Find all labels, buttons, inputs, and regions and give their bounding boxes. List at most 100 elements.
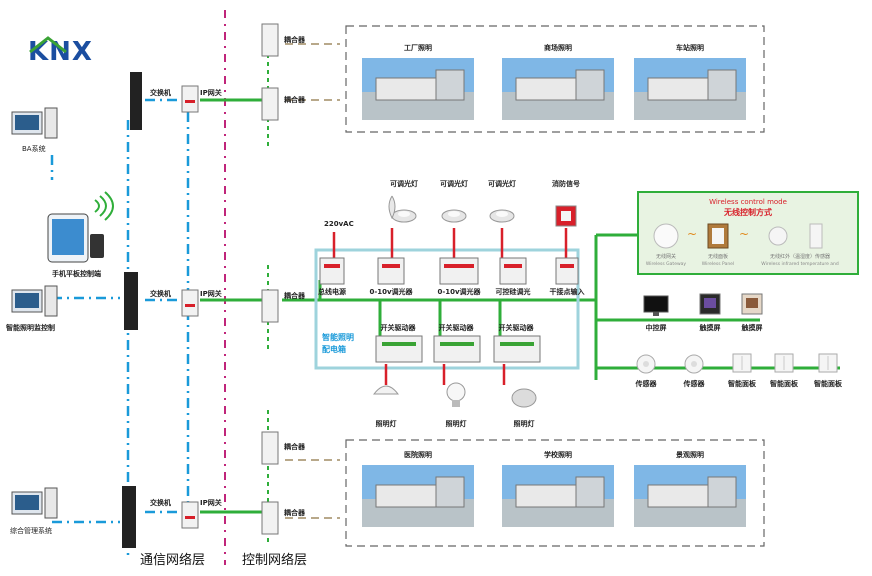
green-control-lines xyxy=(200,98,840,514)
driver-label: 开关驱动器 xyxy=(381,323,417,332)
top-scenes: 工厂照明商场照明车站照明 xyxy=(362,43,746,120)
smart-panel-icon xyxy=(818,353,838,373)
coupler-label-2: 耦合器 xyxy=(284,95,306,104)
wireless-signal-icon: ~ xyxy=(739,227,749,241)
scene-label: 商场照明 xyxy=(544,43,572,52)
ip-gateway-label-top: IP网关 xyxy=(200,88,222,97)
driver-label: 开关驱动器 xyxy=(439,323,475,332)
driver-label: 开关驱动器 xyxy=(499,323,535,332)
scene-photo xyxy=(502,465,614,527)
switch-icon xyxy=(124,272,138,330)
tan-links xyxy=(285,43,340,519)
voltage-label: 220vAC xyxy=(324,220,354,228)
light-bulb-icon xyxy=(446,382,466,407)
wireless-item-en: Wireless Panel xyxy=(702,261,734,267)
fixture-label: 消防信号 xyxy=(552,179,580,188)
light-label: 照明灯 xyxy=(514,419,535,428)
coupler-label-3: 耦合器 xyxy=(284,291,306,300)
switch-driver-icon xyxy=(493,335,541,363)
right-device-label: 传感器 xyxy=(683,379,706,388)
right-device-label: 触摸屏 xyxy=(699,323,721,332)
sensor-icon xyxy=(684,354,704,374)
scene-label: 医院照明 xyxy=(404,450,432,459)
control-module-icon xyxy=(377,257,405,285)
management-system: 综合管理系统 xyxy=(10,487,58,535)
light-label: 照明灯 xyxy=(446,419,467,428)
ip-gateway-label-mid: IP网关 xyxy=(200,289,222,298)
blue-backbone xyxy=(50,90,190,560)
module-label: 0-10v调光器 xyxy=(437,287,481,296)
right-devices-row2: 传感器传感器智能面板智能面板智能面板 xyxy=(635,353,843,388)
ba-tower-icon xyxy=(44,107,58,139)
blue-links xyxy=(52,98,190,524)
driver-modules: 开关驱动器 开关驱动器 开关驱动器 xyxy=(375,323,541,385)
coupler-icon xyxy=(261,87,279,121)
wireless-item-en: Wireless Gateway xyxy=(646,261,686,267)
scene-photo xyxy=(634,465,746,527)
coupler-label-5: 耦合器 xyxy=(284,508,306,517)
right-device-label: 传感器 xyxy=(635,379,658,388)
right-devices-row1: 中控屏触摸屏触摸屏 xyxy=(643,293,763,332)
dimmable-light-icon xyxy=(441,209,467,223)
switch-driver-icon xyxy=(375,335,423,363)
lighting-cabinet-box xyxy=(314,248,580,370)
module-label: 干接点输入 xyxy=(550,287,585,296)
mobile-label: 手机平板控制端 xyxy=(52,269,101,278)
knx-logo-text: KNX xyxy=(28,37,93,67)
wifi-icon xyxy=(94,191,114,221)
touch-screen-icon xyxy=(699,293,721,315)
wireless-title-en: Wireless control mode xyxy=(709,198,787,206)
smart-panel-icon xyxy=(732,353,752,373)
coupler-icon xyxy=(261,431,279,465)
scene-label: 学校照明 xyxy=(544,450,572,459)
fixture-label: 可调光灯 xyxy=(440,179,468,188)
ip-gateways xyxy=(181,85,199,529)
fixture-label: 可调光灯 xyxy=(488,179,516,188)
wireless-device-icon xyxy=(707,223,729,249)
switch-icon xyxy=(122,486,136,548)
coupler-icon xyxy=(261,23,279,57)
coupler-icon xyxy=(261,501,279,535)
control-module-icon xyxy=(439,257,479,285)
central-screen-icon xyxy=(643,295,669,316)
scene-photo xyxy=(362,58,474,120)
fixture-label: 可调光灯 xyxy=(390,179,418,188)
bottom-scenes: 医院照明学校照明景观照明 xyxy=(362,450,746,527)
switch-label-top: 交换机 xyxy=(150,88,171,97)
coupler-label-4: 耦合器 xyxy=(284,442,306,451)
coupler-label-1: 耦合器 xyxy=(284,35,306,44)
module-label: 可控硅调光 xyxy=(496,287,531,296)
right-device-label: 智能面板 xyxy=(728,379,757,388)
scene-photo xyxy=(362,465,474,527)
switch-label-bottom: 交换机 xyxy=(150,498,171,507)
scene-photo xyxy=(502,58,614,120)
sensor-icon xyxy=(636,354,656,374)
management-label: 综合管理系统 xyxy=(10,526,52,535)
ba-system: BA系统 xyxy=(11,107,58,153)
bottom-scenes-box xyxy=(345,439,765,547)
knx-logo-mark xyxy=(29,36,67,54)
wireless-item-cn: 无线红外（温湿度）传感器 xyxy=(770,253,830,260)
smart-panel-icon xyxy=(774,353,794,373)
fire-alarm-icon xyxy=(555,205,577,227)
wireless-signal-icon: ~ xyxy=(687,227,697,241)
phone-icon xyxy=(90,234,104,258)
mobile-control: 手机平板控制端 xyxy=(47,191,114,278)
module-label: 总线电源 xyxy=(318,287,346,296)
light-bulb-icon xyxy=(372,385,400,395)
monitor-control: 智能照明监控制 xyxy=(6,285,58,332)
right-device-label: 智能面板 xyxy=(814,379,843,388)
control-layer-label: 控制网络层 xyxy=(242,552,307,568)
light-label: 照明灯 xyxy=(376,419,397,428)
coupler-icon xyxy=(261,289,279,323)
cabinet-title-1: 智能照明 xyxy=(322,332,354,342)
wireless-device-icon xyxy=(653,223,679,249)
right-device-label: 触摸屏 xyxy=(741,323,763,332)
ip-gateway-icon xyxy=(181,501,199,529)
wireless-item-cn: 无线网关 xyxy=(656,253,676,260)
switch-label-mid: 交换机 xyxy=(150,289,171,298)
control-module-icon xyxy=(319,257,345,285)
